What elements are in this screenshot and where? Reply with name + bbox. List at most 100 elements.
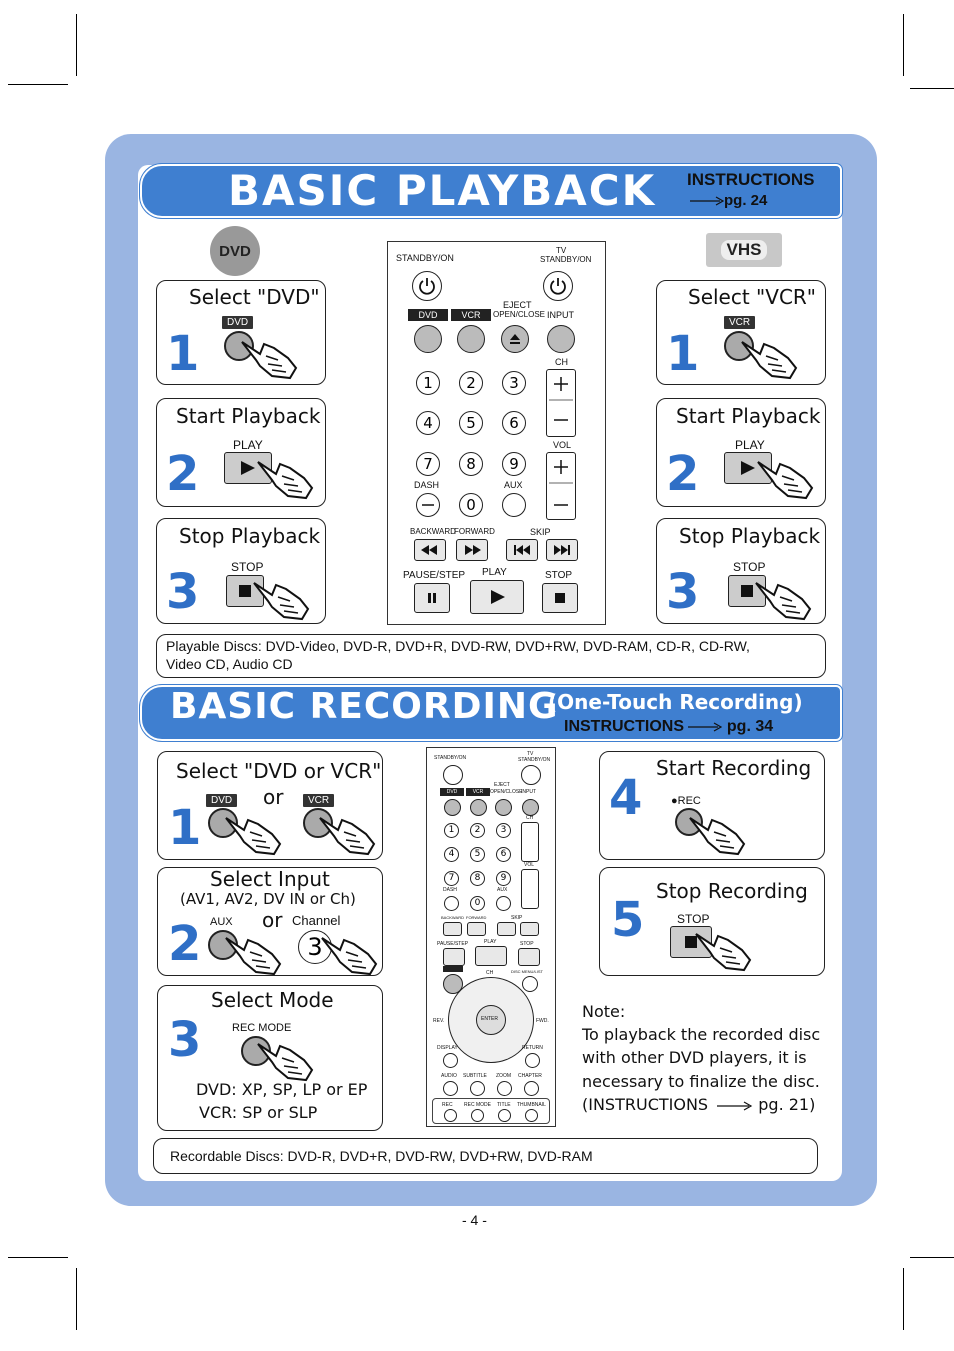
remote-input-button[interactable] bbox=[547, 325, 575, 353]
digit-button-1[interactable]: 1 bbox=[416, 371, 440, 395]
remote-stop-button[interactable] bbox=[542, 583, 578, 613]
stop-button[interactable] bbox=[728, 575, 766, 607]
digit-button-3[interactable]: 3 bbox=[502, 371, 526, 395]
remote-vcr-button[interactable] bbox=[457, 325, 485, 353]
small-backward-button[interactable] bbox=[443, 922, 462, 936]
vcr-step-3-number: 3 bbox=[666, 564, 700, 620]
small-skip-back-button[interactable] bbox=[497, 922, 516, 936]
small-skip-forward-button[interactable] bbox=[520, 922, 539, 936]
small-stop-button[interactable] bbox=[518, 948, 540, 966]
tv-power-button[interactable] bbox=[543, 271, 573, 301]
remote-ch-label: CH bbox=[555, 357, 568, 367]
digit-button-5[interactable]: 5 bbox=[459, 411, 483, 435]
small-dash-label: DASH bbox=[443, 887, 457, 893]
small-pause-button[interactable] bbox=[443, 948, 465, 966]
small-black-key[interactable] bbox=[443, 966, 463, 972]
small-power-button[interactable] bbox=[443, 765, 463, 785]
small-zoom-label: ZOOM bbox=[496, 1073, 511, 1079]
crop-mark bbox=[76, 1268, 77, 1330]
remote-vol-rocker[interactable] bbox=[546, 452, 576, 520]
small-ch-rocker[interactable] bbox=[521, 822, 539, 862]
stop-button[interactable] bbox=[226, 575, 264, 607]
eject-icon bbox=[510, 334, 520, 344]
remote-standby-label: STANDBY/ON bbox=[396, 253, 454, 263]
small-tv-power-button[interactable] bbox=[521, 765, 541, 785]
small-eject-button[interactable] bbox=[495, 799, 512, 816]
pointing-hand-icon bbox=[225, 817, 282, 856]
small-dvd-button[interactable] bbox=[444, 799, 461, 816]
crop-mark bbox=[910, 88, 954, 89]
aux-button[interactable] bbox=[502, 493, 526, 517]
small-chapter-button[interactable] bbox=[524, 1081, 539, 1096]
digit-button-0[interactable]: 0 bbox=[459, 493, 483, 517]
rec-button[interactable] bbox=[675, 808, 703, 836]
small-digit-5[interactable]: 5 bbox=[470, 847, 485, 862]
power-button[interactable] bbox=[412, 271, 442, 301]
skip-forward-button[interactable] bbox=[546, 539, 578, 561]
small-digit-9[interactable]: 9 bbox=[496, 871, 511, 886]
small-digit-4[interactable]: 4 bbox=[444, 847, 459, 862]
arrow-right-icon bbox=[717, 1100, 753, 1111]
pause-button[interactable] bbox=[414, 583, 450, 613]
small-enter-button[interactable] bbox=[476, 1005, 506, 1035]
small-vcr-label: VCR bbox=[466, 788, 490, 796]
playback-page-ref: pg. 24 bbox=[690, 192, 767, 209]
note-line-1: Note: bbox=[582, 1002, 626, 1021]
minus-icon bbox=[422, 504, 434, 506]
small-digit-7[interactable]: 7 bbox=[444, 871, 459, 886]
small-input-button[interactable] bbox=[522, 799, 539, 816]
small-zoom-button[interactable] bbox=[497, 1081, 512, 1096]
small-audio-button[interactable] bbox=[443, 1081, 458, 1096]
small-aux-button[interactable] bbox=[496, 896, 511, 911]
small-tv-label: TV bbox=[527, 751, 534, 757]
remote-ch-rocker[interactable] bbox=[546, 369, 576, 437]
small-digit-1[interactable]: 1 bbox=[444, 823, 459, 838]
digit-button-7[interactable]: 7 bbox=[416, 452, 440, 476]
digit-button-6[interactable]: 6 bbox=[502, 411, 526, 435]
small-vol-rocker[interactable] bbox=[521, 869, 539, 909]
small-rec-button[interactable] bbox=[444, 1109, 457, 1122]
remote-play-button[interactable] bbox=[470, 580, 524, 614]
play-icon bbox=[741, 461, 755, 475]
small-disc-menu-button[interactable] bbox=[522, 976, 538, 992]
small-title-button[interactable] bbox=[498, 1109, 511, 1122]
digit-button-8[interactable]: 8 bbox=[459, 452, 483, 476]
small-ch-label: CH bbox=[526, 815, 534, 821]
small-open-close-label: OPEN/CLOSE bbox=[490, 789, 523, 795]
playable-discs-box bbox=[156, 634, 826, 678]
small-display-button[interactable] bbox=[443, 1053, 458, 1068]
small-digit-6[interactable]: 6 bbox=[496, 847, 511, 862]
digit-button-9[interactable]: 9 bbox=[502, 452, 526, 476]
small-display-label: DISPLAY bbox=[437, 1045, 458, 1051]
rec-channel-3-button[interactable]: 3 bbox=[298, 930, 332, 964]
small-subtitle-button[interactable] bbox=[470, 1081, 485, 1096]
small-digit-0[interactable]: 0 bbox=[470, 896, 485, 911]
dvd-step-1-title: Select "DVD" bbox=[189, 285, 320, 309]
small-ch-label-2: CH bbox=[486, 970, 494, 976]
forward-button[interactable] bbox=[456, 539, 488, 561]
digit-button-4[interactable]: 4 bbox=[416, 411, 440, 435]
pointing-hand-icon bbox=[241, 341, 298, 380]
small-digit-2[interactable]: 2 bbox=[470, 823, 485, 838]
small-dash-button[interactable] bbox=[444, 896, 459, 911]
remote-dvd-button[interactable] bbox=[414, 325, 442, 353]
remote-eject-button[interactable] bbox=[501, 325, 529, 353]
dash-button[interactable] bbox=[416, 493, 440, 517]
remote-stop-label: STOP bbox=[545, 570, 573, 581]
small-forward-button[interactable] bbox=[467, 922, 486, 936]
playback-banner bbox=[140, 164, 842, 218]
skip-back-button[interactable] bbox=[506, 539, 538, 561]
small-rec-mode-button[interactable] bbox=[471, 1109, 484, 1122]
small-return-button[interactable] bbox=[525, 1053, 540, 1068]
small-digit-3[interactable]: 3 bbox=[496, 823, 511, 838]
crop-mark bbox=[903, 1268, 904, 1330]
small-play-button[interactable] bbox=[475, 946, 507, 966]
vhs-logo-text: VHS bbox=[720, 240, 768, 260]
backward-button[interactable] bbox=[414, 539, 446, 561]
small-round-button[interactable] bbox=[443, 974, 463, 994]
small-vcr-button[interactable] bbox=[470, 799, 487, 816]
digit-button-2[interactable]: 2 bbox=[459, 371, 483, 395]
rec-step-4-number: 4 bbox=[609, 770, 643, 826]
small-thumbnail-button[interactable] bbox=[525, 1109, 538, 1122]
small-digit-8[interactable]: 8 bbox=[470, 871, 485, 886]
